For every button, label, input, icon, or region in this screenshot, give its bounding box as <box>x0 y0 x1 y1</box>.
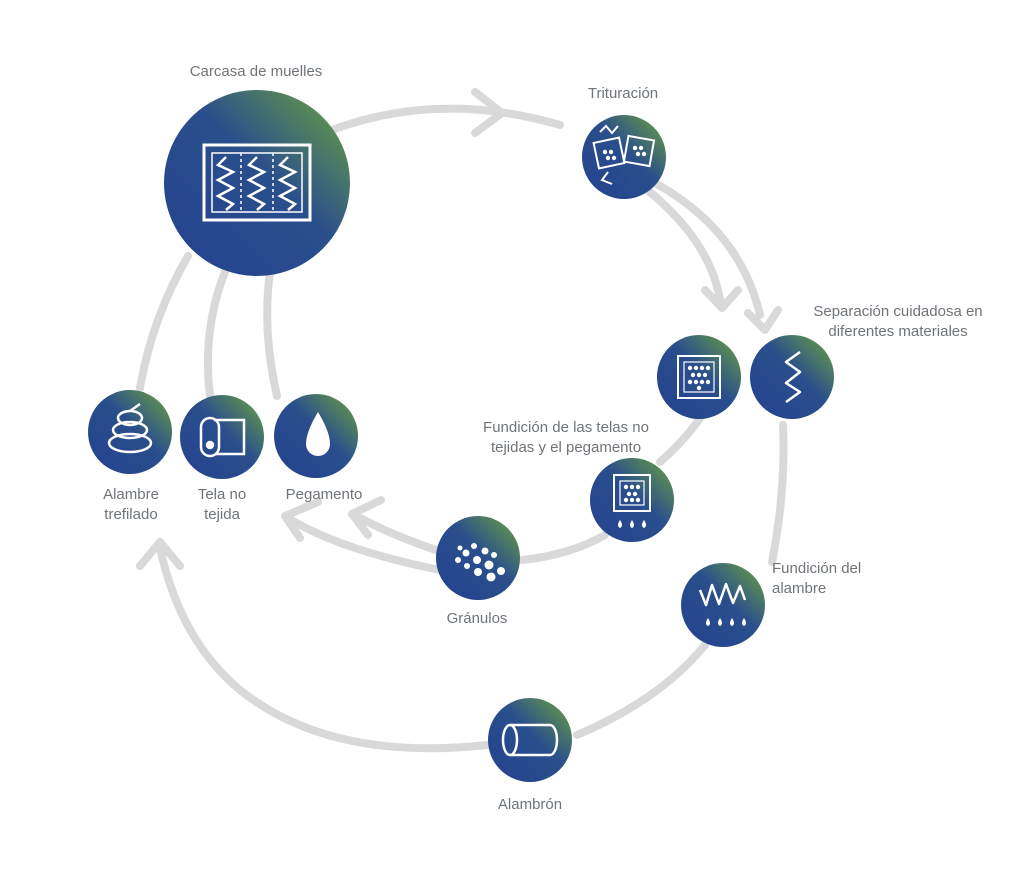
label-fabric-glue-melting-line1: Fundición de las telas no <box>483 419 649 436</box>
mattress-springs-icon <box>202 143 312 222</box>
label-glue: Pegamento <box>285 486 363 503</box>
flow-wire-rod-to-drawn-wire <box>156 544 491 753</box>
flow-fabric-melting-to-granules <box>518 531 609 564</box>
flow-drawn-wire-to-case <box>136 252 192 392</box>
label-wire-melting: Fundición del alambre <box>772 559 861 599</box>
flow-separation-to-wire-melting <box>768 421 788 566</box>
node-granules <box>436 516 520 600</box>
node-wire-melting <box>681 563 765 647</box>
label-shredding: Trituración <box>587 85 659 102</box>
wire-rod-icon <box>501 723 559 757</box>
node-separated-fabric <box>657 335 741 419</box>
glue-drop-icon <box>306 412 330 456</box>
melting-fabric-icon <box>613 474 651 528</box>
node-separation <box>750 335 834 419</box>
node-drawn-wire <box>88 390 172 474</box>
label-drawn-wire-line2: trefilado <box>104 506 158 523</box>
label-nonwoven-line1: Tela no <box>197 486 247 503</box>
label-separation: Separación cuidadosa en diferentes mater… <box>813 302 982 342</box>
node-shredding <box>582 115 666 199</box>
label-wire-melting-line1: Fundición del <box>772 560 862 577</box>
granules-icon <box>455 543 505 582</box>
flow-nonwoven-to-case <box>203 268 229 400</box>
label-drawn-wire: Alambre trefilado <box>103 485 159 525</box>
label-spring-case: Carcasa de muelles <box>189 63 323 80</box>
label-drawn-wire-line1: Alambre <box>103 486 159 503</box>
separated-materials-icon <box>784 350 802 404</box>
node-nonwoven <box>180 395 264 479</box>
arrow-wire-rod-to-drawn-wire <box>136 538 184 570</box>
arrow-to-fabric-pile <box>701 286 742 312</box>
flow-shredding-to-fabric-pile <box>641 184 724 304</box>
flow-granules-to-nonwoven <box>284 514 444 574</box>
label-fabric-glue-melting: Fundición de las telas no tejidas y el p… <box>483 418 649 458</box>
flow-wire-melting-to-wire-rod <box>573 641 709 739</box>
flow-glue-to-case <box>263 268 281 400</box>
label-separation-line2: diferentes materiales <box>828 323 968 340</box>
shredded-fabric-icon <box>592 124 656 185</box>
label-wire-melting-line2: alambre <box>772 580 827 597</box>
spring-coil-icon <box>107 402 153 454</box>
fabric-roll-icon <box>199 416 246 458</box>
arrow-granules-to-glue <box>348 496 385 539</box>
label-nonwoven-line2: tejida <box>204 506 240 523</box>
node-spring-case <box>164 90 350 276</box>
node-fabric-glue-melting <box>590 458 674 542</box>
label-separation-line1: Separación cuidadosa en <box>813 303 983 320</box>
arrow-to-separation <box>744 306 782 334</box>
node-wire-rod <box>488 698 572 782</box>
melting-wire-icon <box>698 582 747 626</box>
label-granules: Gránulos <box>446 610 508 627</box>
flow-shredding-to-separation <box>651 179 764 319</box>
flow-fabric-pile-to-fabric-melting <box>656 414 704 466</box>
flow-granules-to-glue <box>351 511 449 557</box>
arrow-case-to-shredding <box>471 88 506 137</box>
flow-lines <box>136 88 788 753</box>
node-glue <box>274 394 358 478</box>
arrow-granules-to-nonwoven <box>281 498 322 542</box>
fabric-pad-icon <box>677 355 721 399</box>
flow-case-to-shredding <box>328 104 564 134</box>
label-nonwoven: Tela no tejida <box>198 485 246 525</box>
label-fabric-glue-melting-line2: tejidas y el pegamento <box>490 439 642 456</box>
label-wire-rod: Alambrón <box>497 796 563 813</box>
